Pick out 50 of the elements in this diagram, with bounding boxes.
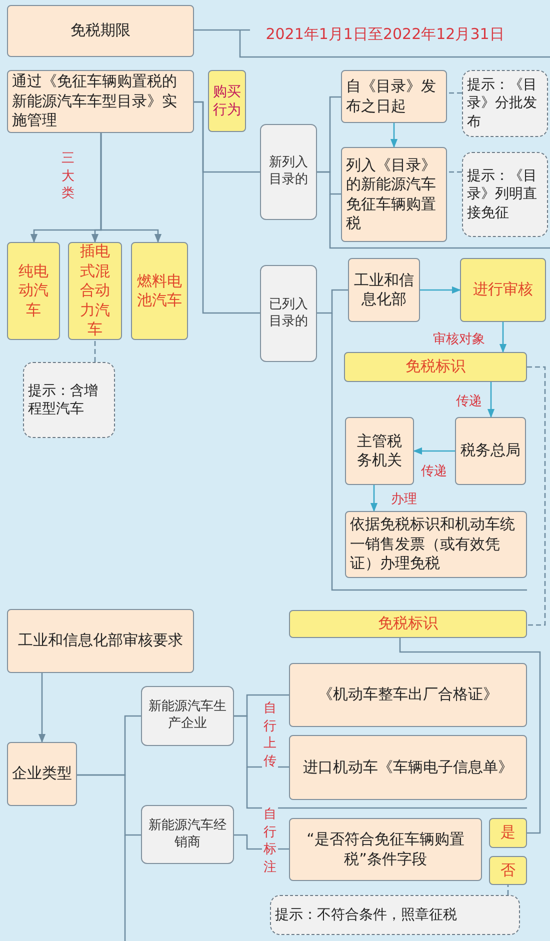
- process-box: 税务总局: [455, 417, 526, 485]
- process-box: 《机动车整车出厂合格证》: [289, 663, 527, 727]
- arrow: [38, 673, 46, 743]
- edge-label: 传递: [455, 392, 483, 410]
- process-box: 企业类型: [7, 742, 77, 806]
- connector-line: [399, 638, 541, 834]
- label-box: 免税标识: [289, 610, 527, 638]
- tag-box: 购买行为: [208, 70, 246, 132]
- arrow: [487, 382, 495, 418]
- process-box: 进口机动车《车辆电子信息单》: [289, 735, 527, 800]
- arrow: [370, 485, 378, 512]
- process-box: 主管税务机关: [345, 417, 414, 485]
- arrow: [499, 322, 507, 353]
- edge-label: 传递: [420, 462, 448, 480]
- date-text: 2021年1月1日至2022年12月31日: [250, 12, 520, 57]
- branch-box: 新能源汽车生产企业: [141, 686, 234, 746]
- label-box: 免税标识: [344, 352, 527, 382]
- process-box: 依据免税标识和机动车统一销售发票（或有效凭证）办理免税: [345, 511, 527, 578]
- category-box: 燃料电池汽车: [131, 242, 188, 340]
- arrow: [420, 286, 461, 294]
- connector-line: [317, 289, 348, 314]
- tip-callout: 提示：《目录》分批发布: [462, 70, 548, 137]
- branch-box: 已列入目录的: [260, 265, 317, 362]
- category-box: 纯电动汽车: [7, 242, 60, 340]
- connector-line: [317, 171, 341, 195]
- action-box: 进行审核: [460, 258, 546, 322]
- tip-callout: 提示：不符合条件，照章征税: [270, 895, 520, 935]
- edge-label: 审核对象: [432, 330, 486, 348]
- process-box: 自《目录》发布之日起: [341, 70, 447, 123]
- branch-box: 新能源汽车经销商: [141, 805, 234, 864]
- connector-line: [194, 101, 260, 314]
- process-box: “是否符合免征车辆购置税”条件字段: [289, 818, 482, 881]
- option-box: 是: [489, 818, 527, 848]
- period-box: 免税期限: [7, 5, 194, 57]
- option-box: 否: [489, 856, 527, 885]
- side-label: 自行上传: [262, 700, 278, 770]
- category-box: 插电式混合动力汽车: [68, 242, 122, 340]
- tip-callout: 提示：含增程型汽车: [23, 362, 115, 438]
- process-box: 通过《免征车辆购置税的新能源汽车车型目录》实施管理: [7, 70, 194, 133]
- branch-box: 新列入目录的: [260, 124, 317, 220]
- arrow: [413, 447, 455, 455]
- tip-callout: 提示：《目录》列明直接免征: [462, 152, 548, 237]
- connector-line: [77, 774, 141, 836]
- edge-label: 办理: [390, 490, 418, 508]
- connector-line: [194, 29, 250, 31]
- heading-box: 工业和信息化部审核要求: [7, 609, 194, 673]
- process-box: 列入《目录》的新能源汽车免征车辆购置税: [341, 147, 447, 242]
- arrow: [390, 123, 398, 148]
- arrow: [100, 133, 162, 243]
- process-box: 工业和信息化部: [348, 258, 420, 322]
